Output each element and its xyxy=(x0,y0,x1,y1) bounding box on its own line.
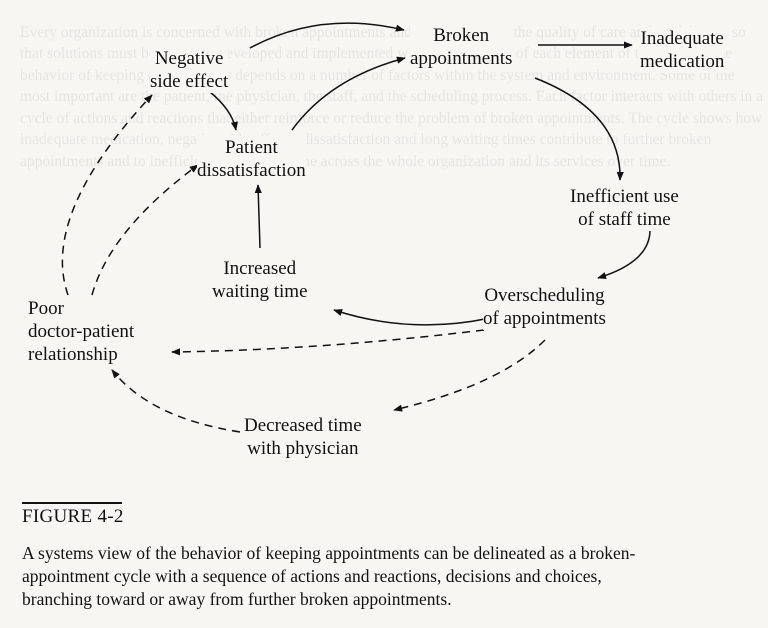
node-inadequate-line1: Inadequate xyxy=(640,28,724,49)
figure-caption: A systems view of the behavior of keepin… xyxy=(22,542,757,611)
node-poor-line3: relationship xyxy=(28,344,118,365)
node-broken-line2: appointments xyxy=(410,48,513,69)
node-dissatisfaction-line2: dissatisfaction xyxy=(197,160,306,181)
node-decreased-line2: with physician xyxy=(247,438,359,459)
arrow-overscheduling-to-decreased xyxy=(393,339,546,412)
node-broken-appointments: Broken appointments xyxy=(410,24,513,70)
caption-line-3: branching toward or away from further br… xyxy=(22,589,452,609)
node-inefficient-staff-time: Inefficient use of staff time xyxy=(570,185,679,231)
figure-rule xyxy=(22,502,122,504)
node-overscheduling-line2: of appointments xyxy=(483,308,606,329)
arrow-negative-to-broken xyxy=(249,22,405,49)
node-dissatisfaction-line1: Patient xyxy=(224,137,278,158)
node-inefficient-line2: of staff time xyxy=(578,209,671,230)
arrow-poor-to-negative xyxy=(61,94,153,296)
node-increased-waiting-time: Increased waiting time xyxy=(212,257,308,303)
arrow-inefficient-to-overscheduling xyxy=(597,229,651,280)
arrow-decreased-to-poor xyxy=(111,369,241,433)
caption-line-2: appointment cycle with a sequence of act… xyxy=(22,566,602,586)
node-negative-side-effect: Negative side effect xyxy=(150,47,229,93)
node-negative-line1: Negative xyxy=(154,48,224,69)
node-broken-line1: Broken xyxy=(433,25,490,46)
arrow-broken-to-inefficient xyxy=(534,77,624,181)
node-inadequate-line2: medication xyxy=(640,51,725,72)
arrow-overscheduling-to-waiting xyxy=(333,309,491,326)
caption-line-1: A systems view of the behavior of keepin… xyxy=(22,543,636,563)
node-overscheduling-line1: Overscheduling xyxy=(484,285,605,306)
arrow-dissatisfaction-to-broken xyxy=(291,56,406,131)
arrow-poor-to-dissatisfaction xyxy=(91,164,199,296)
node-poor-line2: doctor-patient xyxy=(28,321,135,342)
node-decreased-time: Decreased time with physician xyxy=(244,414,362,460)
node-waiting-line2: waiting time xyxy=(212,281,308,302)
node-waiting-line1: Increased xyxy=(223,258,297,279)
node-inadequate-medication: Inadequate medication xyxy=(640,27,725,73)
arrow-waiting-to-dissatisfaction xyxy=(254,184,262,249)
arrow-negative-to-dissatisfaction xyxy=(209,91,238,131)
node-inefficient-line1: Inefficient use xyxy=(570,186,679,207)
node-overscheduling: Overscheduling of appointments xyxy=(483,284,606,330)
node-patient-dissatisfaction: Patient dissatisfaction xyxy=(197,136,306,182)
figure-label: FIGURE 4-2 xyxy=(22,506,124,527)
arrow-overscheduling-to-poor xyxy=(171,329,485,356)
node-poor-relationship: Poor doctor-patient relationship xyxy=(28,297,135,366)
node-negative-line2: side effect xyxy=(150,71,229,92)
node-decreased-line1: Decreased time xyxy=(244,415,362,436)
node-poor-line1: Poor xyxy=(28,298,64,319)
